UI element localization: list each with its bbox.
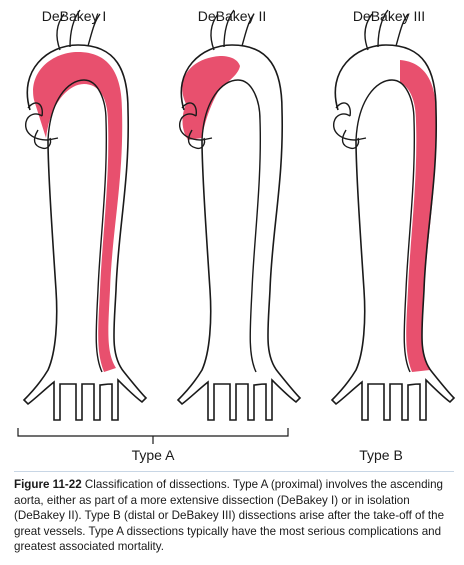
debakey-ii-aorta xyxy=(177,9,301,421)
debakey-iii-dissection xyxy=(400,60,437,372)
debakey-i-title: DeBakey I xyxy=(41,8,107,24)
debakey-i-aorta xyxy=(23,9,147,421)
type-a-label: Type A xyxy=(131,447,175,463)
debakey-iii-title: DeBakey III xyxy=(352,8,426,24)
type-b-label: Type B xyxy=(359,447,403,463)
aorta-diagram xyxy=(17,9,455,444)
figure-label: Figure 11-22 xyxy=(14,478,82,491)
debakey-iii-aorta xyxy=(331,9,455,421)
caption-text: Classification of dissections. Type A (p… xyxy=(14,478,445,554)
figure-caption: Figure 11-22 Classification of dissectio… xyxy=(14,471,454,555)
type-a-bracket xyxy=(17,428,289,444)
debakey-ii-dissection xyxy=(182,56,240,140)
debakey-i-dissection xyxy=(33,52,123,372)
